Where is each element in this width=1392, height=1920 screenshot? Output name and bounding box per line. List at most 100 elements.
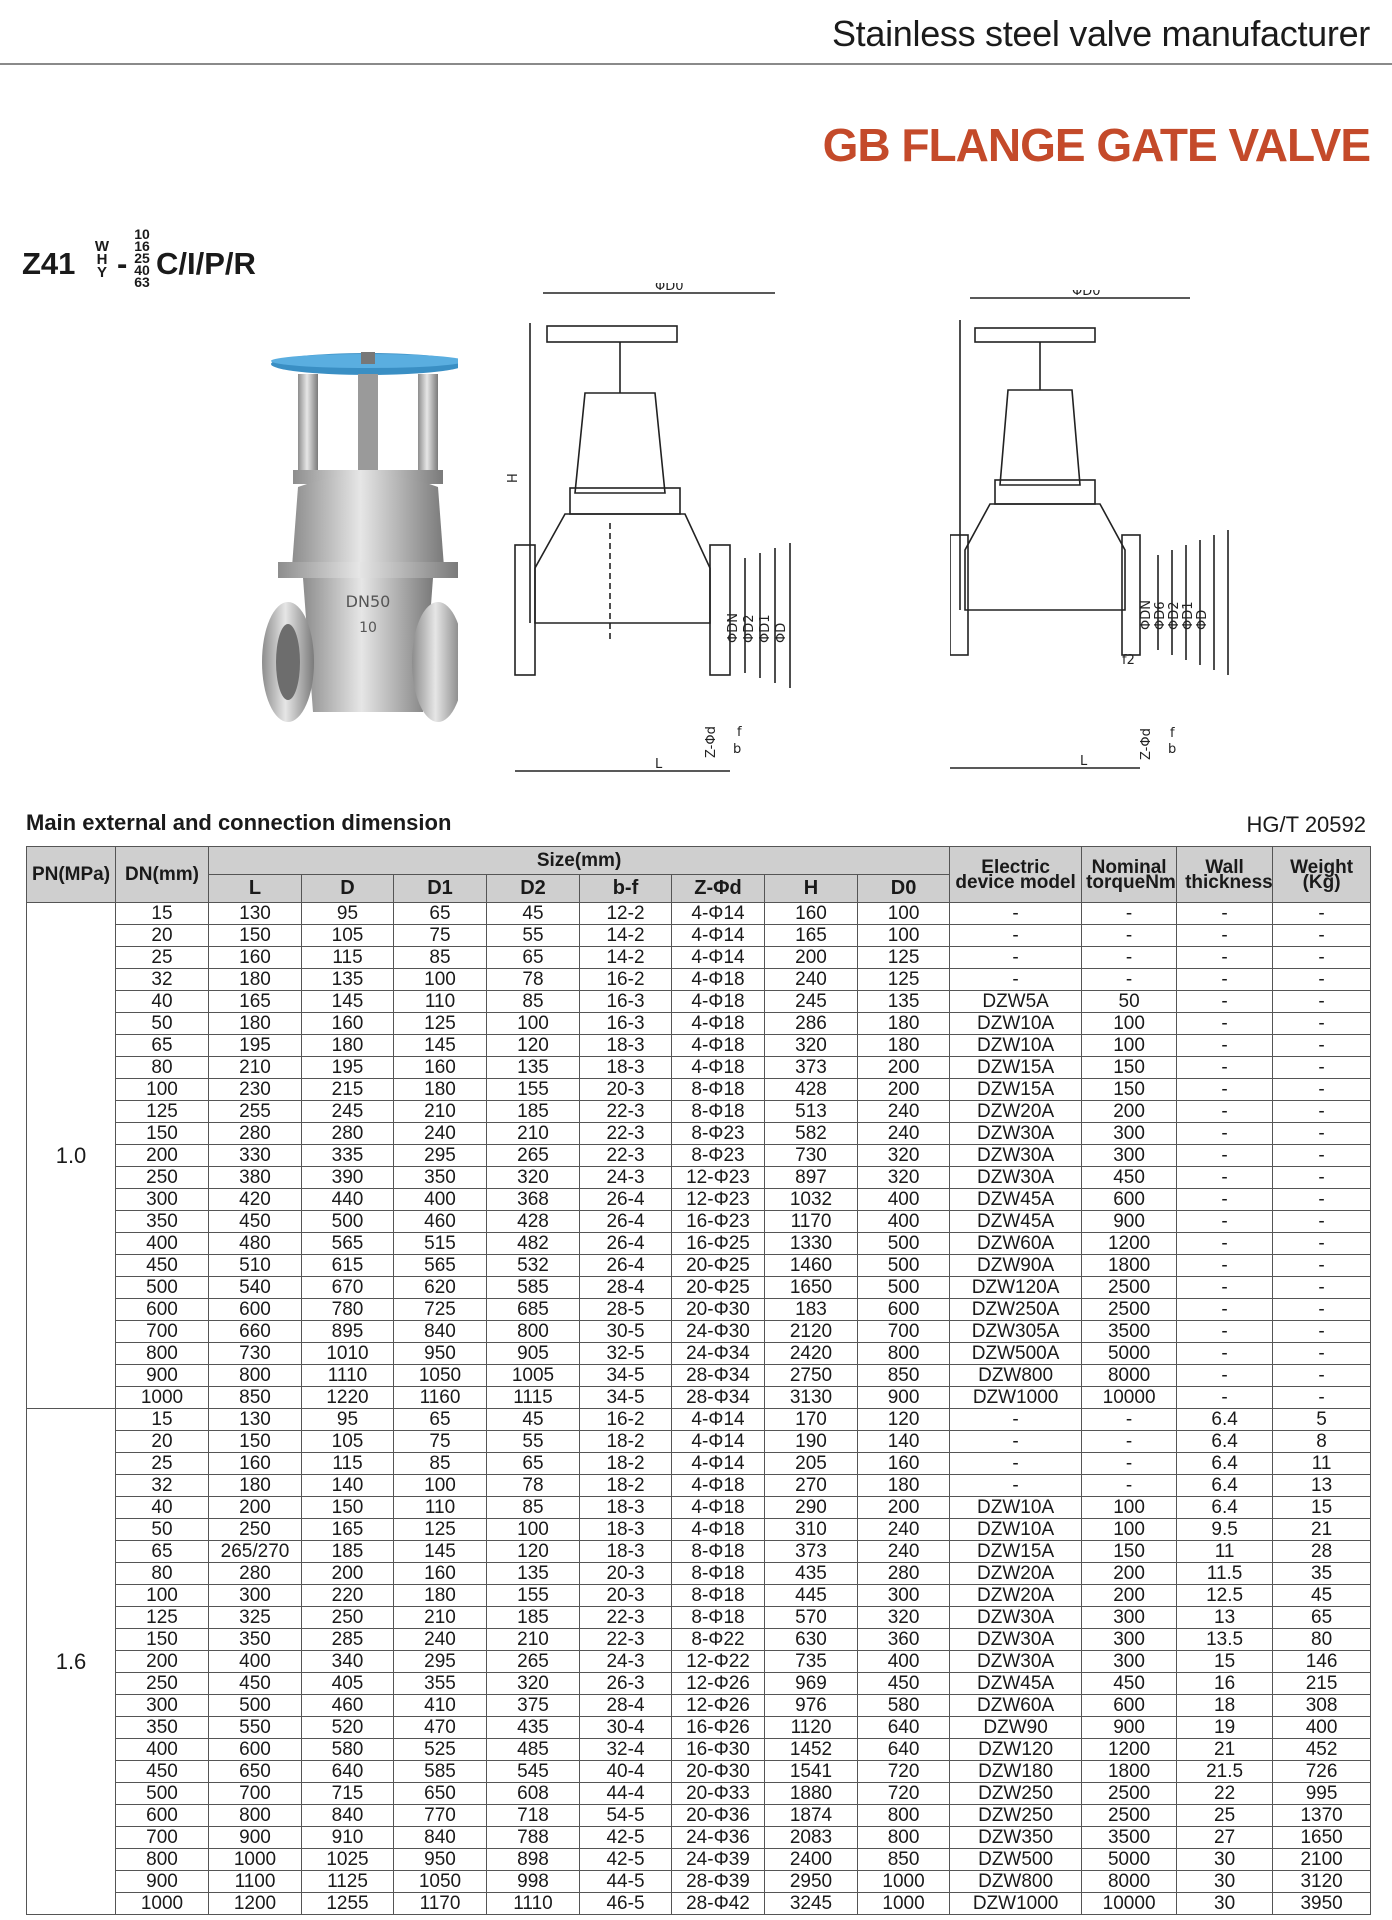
table-cell: 14-2 [579, 924, 672, 947]
table-cell: - [1176, 1188, 1274, 1211]
table-cell: 600 [1081, 1694, 1178, 1717]
table-cell: 585 [393, 1760, 487, 1783]
table-cell: - [949, 1474, 1083, 1497]
table-cell: 240 [393, 1628, 487, 1651]
pn-group-cell: 1.6 [26, 1408, 116, 1915]
table-cell: DZW45A [949, 1188, 1083, 1211]
table-cell: 125 [115, 1606, 209, 1629]
table-cell: 180 [301, 1034, 394, 1057]
table-cell: 620 [393, 1276, 487, 1299]
table-cell: 1000 [115, 1386, 209, 1409]
table-cell: - [1272, 924, 1372, 947]
table-cell: 1000 [115, 1892, 209, 1915]
table-cell: 600 [1081, 1188, 1178, 1211]
table-cell: 1200 [1081, 1738, 1178, 1761]
table-cell: 400 [856, 1650, 951, 1673]
table-cell: 2750 [764, 1364, 858, 1387]
table-cell: 100 [856, 924, 951, 947]
label-d6: ΦD6 [1153, 601, 1168, 630]
label-f: f [737, 725, 742, 740]
table-cell: 500 [856, 1254, 951, 1277]
table-cell: DZW800 [949, 1364, 1083, 1387]
table-cell: 300 [1081, 1144, 1178, 1167]
table-cell: 250 [115, 1672, 209, 1695]
table-cell: 900 [856, 1386, 951, 1409]
table-cell: 420 [208, 1188, 302, 1211]
table-cell: 160 [764, 902, 858, 925]
table-cell: DZW20A [949, 1562, 1083, 1585]
table-cell: 600 [856, 1298, 951, 1321]
table-cell: DZW305A [949, 1320, 1083, 1343]
table-cell: 545 [486, 1760, 580, 1783]
table-cell: 10000 [1081, 1386, 1178, 1409]
table-cell: 80 [1272, 1628, 1372, 1651]
table-cell: 800 [115, 1848, 209, 1871]
table-cell: 482 [486, 1232, 580, 1255]
table-title: Main external and connection dimension [26, 810, 452, 835]
table-cell: 12-Φ23 [671, 1166, 765, 1189]
table-cell: DZW120 [949, 1738, 1083, 1761]
table-cell: 3500 [1081, 1826, 1178, 1849]
table-cell: 160 [208, 1452, 302, 1475]
table-cell: 435 [764, 1562, 858, 1585]
table-cell: 8-Φ22 [671, 1628, 765, 1651]
table-cell: 2500 [1081, 1782, 1178, 1805]
table-cell: DZW1000 [949, 1892, 1083, 1915]
table-cell: 18-3 [579, 1518, 672, 1541]
table-cell: 180 [208, 968, 302, 991]
table-cell: - [1272, 1056, 1372, 1079]
table-cell: 8-Φ18 [671, 1540, 765, 1563]
table-cell: 280 [856, 1562, 951, 1585]
table-cell: 1000 [208, 1848, 302, 1871]
table-cell: 230 [208, 1078, 302, 1101]
table-cell: 1220 [301, 1386, 394, 1409]
table-cell: 20-Φ30 [671, 1760, 765, 1783]
table-cell: 428 [486, 1210, 580, 1233]
table-cell: 780 [301, 1298, 394, 1321]
table-cell: 730 [208, 1342, 302, 1365]
table-cell: 44-5 [579, 1870, 672, 1893]
header-wall-label: Wall thickness [1185, 856, 1273, 893]
table-cell: DZW180 [949, 1760, 1083, 1783]
table-cell: 32 [115, 1474, 209, 1497]
table-cell: 850 [856, 1364, 951, 1387]
header-size-col: b-f [579, 874, 672, 903]
table-cell: 650 [208, 1760, 302, 1783]
pressure-code: 40 [134, 262, 150, 278]
model-material-codes: W H Y [93, 239, 111, 280]
table-cell: 265 [486, 1144, 580, 1167]
table-cell: - [949, 946, 1083, 969]
table-cell: DZW10A [949, 1496, 1083, 1519]
table-cell: 30-5 [579, 1320, 672, 1343]
table-cell: 2400 [764, 1848, 858, 1871]
header-wall-thickness: Wall thickness [1176, 846, 1274, 903]
table-cell: - [949, 902, 1083, 925]
table-cell: 85 [486, 1496, 580, 1519]
table-cell: 150 [1081, 1540, 1178, 1563]
table-cell: 9.5 [1176, 1518, 1274, 1541]
table-cell: DZW45A [949, 1672, 1083, 1695]
table-cell: - [949, 1430, 1083, 1453]
table-cell: - [1176, 1364, 1274, 1387]
drawing-gate-valve-standard: ΦD0 H ΦDN ΦD2 ΦD1 ΦD Z-Φd f b L [506, 283, 791, 772]
table-cell: 600 [115, 1804, 209, 1827]
table-cell: - [1272, 968, 1372, 991]
table-cell: - [1272, 1364, 1372, 1387]
table-cell: 130 [208, 902, 302, 925]
table-cell: 200 [856, 1496, 951, 1519]
table-cell: 105 [301, 1430, 394, 1453]
table-cell: 1100 [208, 1870, 302, 1893]
table-cell: 28 [1272, 1540, 1372, 1563]
table-cell: 40-4 [579, 1760, 672, 1783]
material-code: H [96, 251, 108, 268]
pressure-code: 63 [134, 274, 150, 290]
model-dash: - [117, 246, 128, 281]
table-cell: 373 [764, 1056, 858, 1079]
table-cell: 325 [208, 1606, 302, 1629]
table-cell: 19 [1176, 1716, 1274, 1739]
